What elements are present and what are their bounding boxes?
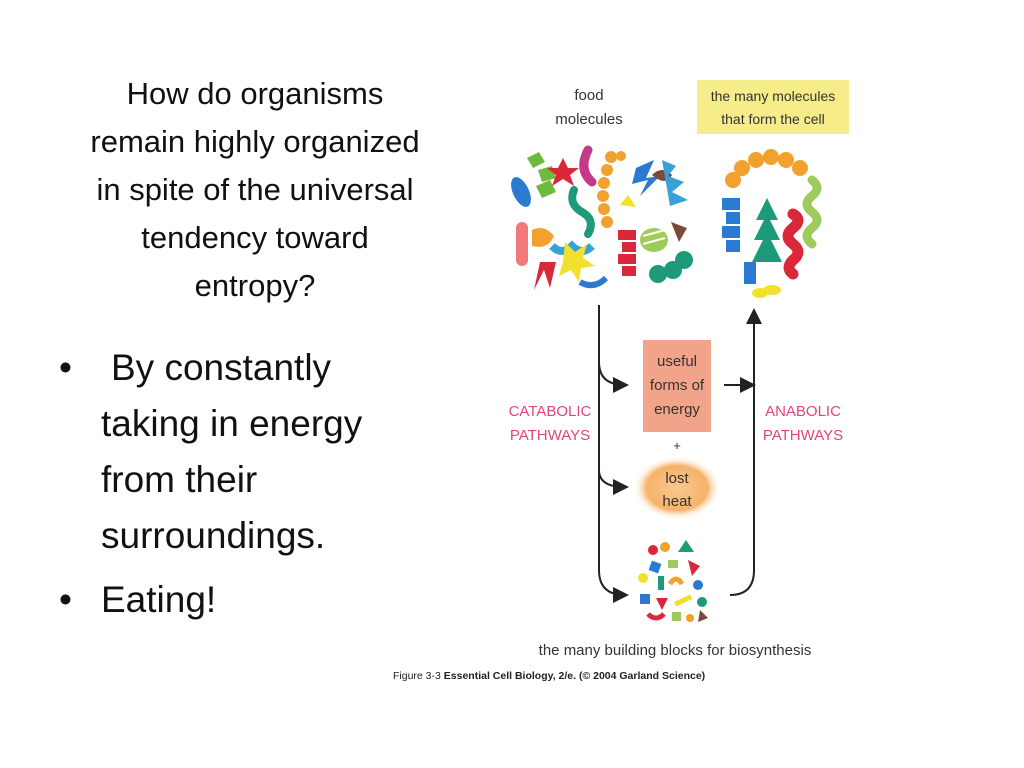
food-molecules-cluster xyxy=(511,145,693,290)
figure-source: Essential Cell Biology, 2/e. (© 2004 Gar… xyxy=(443,670,706,682)
useful-energy-label: useful xyxy=(657,353,697,370)
lost-heat-label: lost xyxy=(665,470,689,487)
bullet-dot-icon: • xyxy=(59,347,72,388)
title-line: tendency toward xyxy=(141,220,369,255)
cell-molecules-label: the many molecules xyxy=(711,88,836,104)
plus-sign: + xyxy=(673,438,681,453)
useful-energy-label: energy xyxy=(654,401,700,418)
title-line: in spite of the universal xyxy=(96,172,414,207)
title-line: remain highly organized xyxy=(90,124,420,159)
food-molecules-label: food xyxy=(574,87,603,104)
figure-caption: Figure 3-3 Essential Cell Biology, 2/e. … xyxy=(393,670,705,682)
bullet-list: • By constantly taking in energy from th… xyxy=(55,340,455,636)
bullet-item: • Eating! xyxy=(55,572,455,628)
bullet-line: surroundings. xyxy=(101,515,326,556)
useful-energy-label: forms of xyxy=(650,377,705,394)
anabolic-label: ANABOLIC xyxy=(765,403,841,420)
title-line: entropy? xyxy=(194,268,316,303)
bullet-line: Eating! xyxy=(101,579,217,620)
bullet-line: By constantly xyxy=(111,347,332,388)
lost-heat-label: heat xyxy=(662,493,692,510)
bullet-item: • By constantly taking in energy from th… xyxy=(55,340,455,564)
useful-energy-box xyxy=(643,340,711,432)
bullet-dot-icon: • xyxy=(59,579,72,620)
anabolic-label: PATHWAYS xyxy=(763,427,843,444)
title-line: How do organisms xyxy=(126,76,384,111)
food-molecules-label: molecules xyxy=(555,111,623,128)
figure-number: Figure 3-3 xyxy=(393,670,441,682)
bullet-line: from their xyxy=(101,459,258,500)
bullet-line: taking in energy xyxy=(101,403,363,444)
catabolic-arrows xyxy=(598,305,629,603)
cell-molecules-cluster xyxy=(722,149,822,298)
slide-title: How do organisms remain highly organized… xyxy=(55,70,455,310)
anabolic-arrows xyxy=(724,308,762,596)
catabolic-label: CATABOLIC xyxy=(509,403,592,420)
building-blocks-label: the many building blocks for biosynthesi… xyxy=(539,642,812,659)
cell-molecules-label: that form the cell xyxy=(721,111,825,127)
catabolic-label: PATHWAYS xyxy=(510,427,590,444)
cell-molecules-label-bg xyxy=(697,80,849,134)
lost-heat-glow xyxy=(633,456,721,520)
building-blocks-cluster xyxy=(638,540,708,622)
